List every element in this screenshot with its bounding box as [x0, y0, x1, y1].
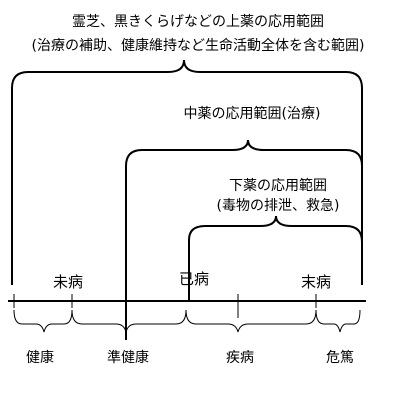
axis-label-ibyou: 已病 [179, 270, 209, 288]
lower-medicine-subtitle: (毒物の排泄、救急) [217, 198, 340, 214]
lower-range-brace [188, 215, 363, 300]
upper-range-brace [11, 59, 363, 285]
stage-brace-kenkou [13, 309, 73, 333]
stage-label-jun-kenkou: 準健康 [107, 349, 149, 366]
stage-label-kenkou: 健康 [26, 349, 54, 366]
stage-label-shippei: 疾病 [226, 350, 254, 366]
stage-brace-kitoku [315, 309, 361, 333]
stage-brace-jun-kenkou [71, 309, 187, 333]
middle-range-brace [125, 139, 363, 340]
lower-medicine-title: 下薬の応用範囲 [229, 177, 327, 194]
stage-label-kitoku: 危篤 [326, 349, 354, 366]
axis-label-matsubyou: 末病 [301, 273, 331, 291]
upper-medicine-title: 霊芝、黒きくらげなどの上薬の応用範囲 [72, 13, 324, 30]
upper-medicine-subtitle: (治療の補助、健康維持など生命活動全体を含む範囲) [32, 37, 365, 54]
middle-medicine-title: 中薬の応用範囲(治療) [184, 105, 321, 122]
stage-brace-shippei [185, 309, 317, 333]
axis-label-mibyou: 未病 [53, 273, 83, 291]
